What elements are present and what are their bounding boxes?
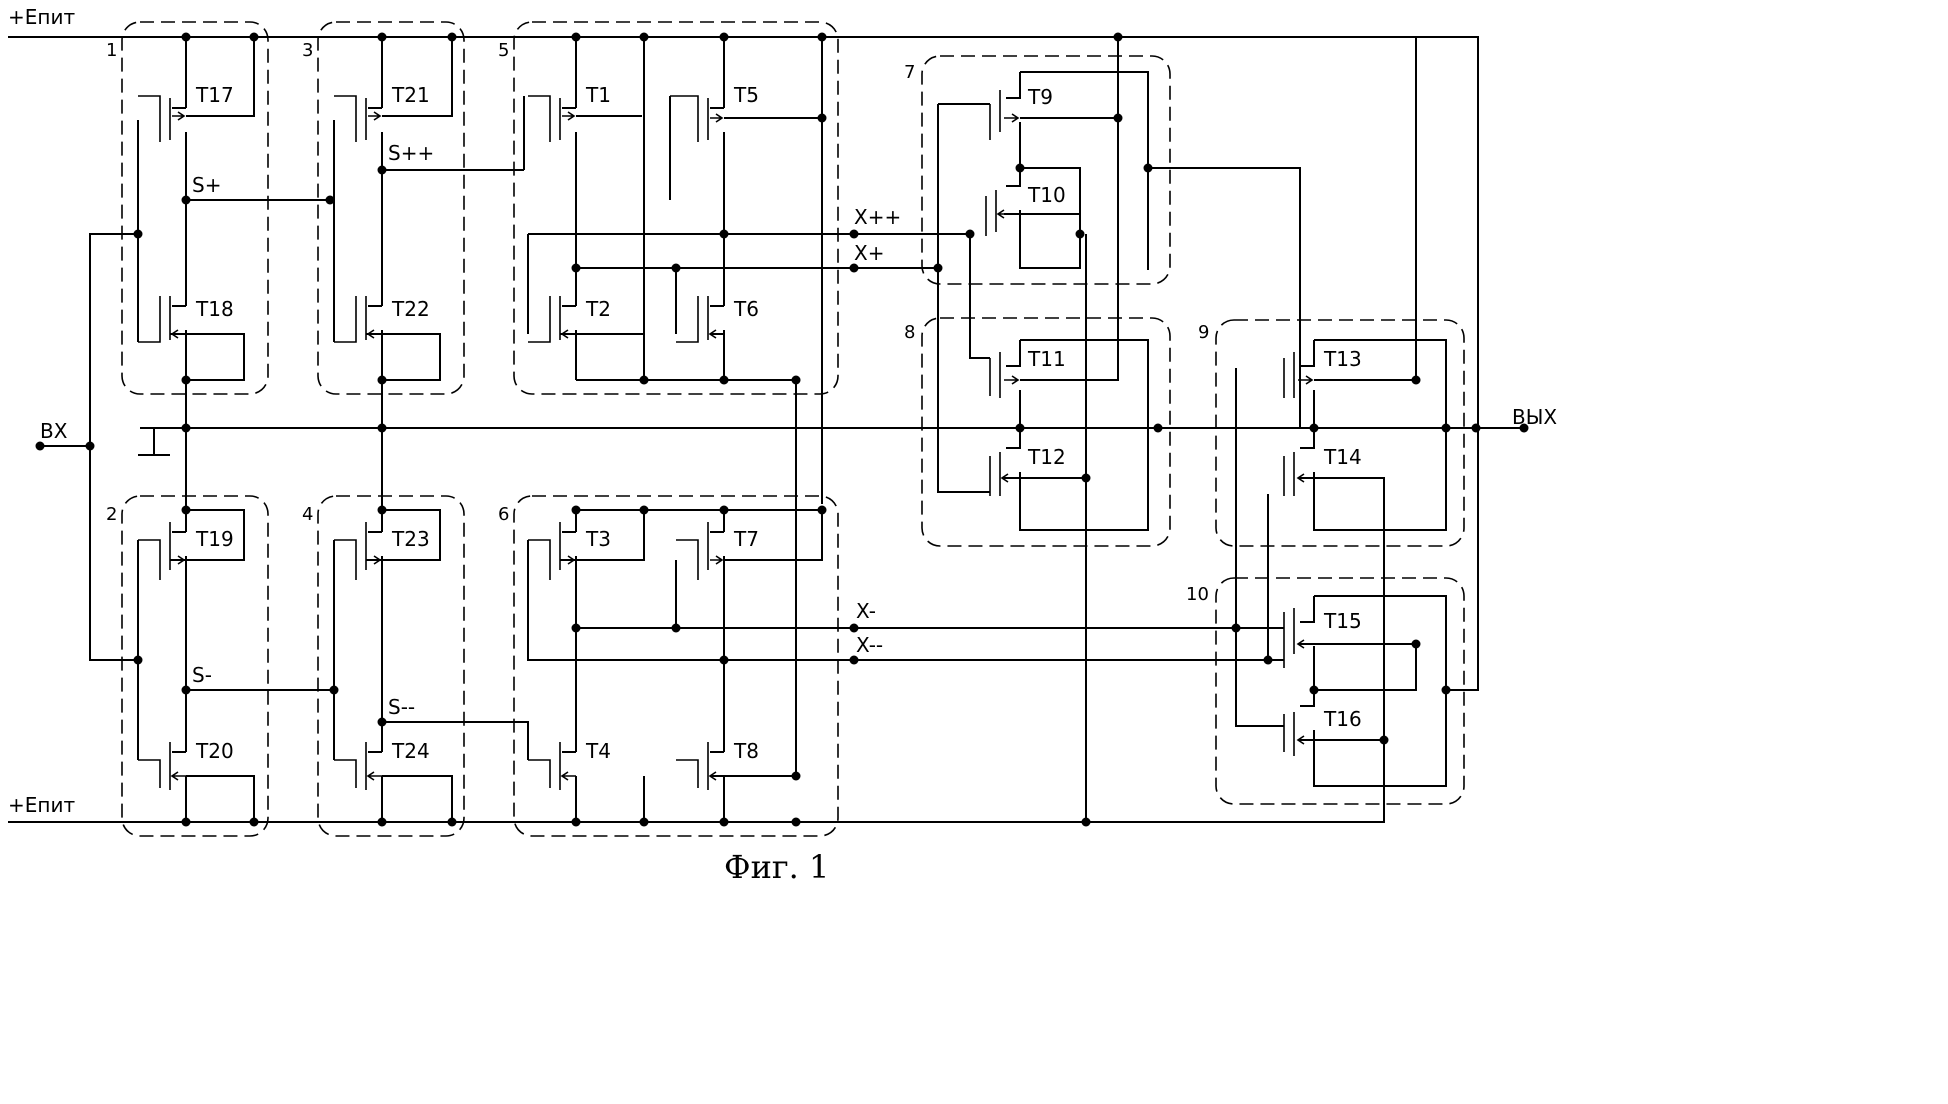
t11-label: T11 (1027, 347, 1066, 371)
supply-top-label: +Епит (8, 5, 75, 29)
block-8-label: 8 (904, 322, 915, 343)
node-x-p: X+ (854, 241, 884, 265)
t24-label: T24 (391, 739, 430, 763)
t10-label: T10 (1027, 183, 1066, 207)
t3-symbol (528, 522, 576, 580)
block-3-label: 3 (302, 40, 313, 61)
t21-label: T21 (391, 83, 430, 107)
t8-symbol (676, 742, 724, 790)
input-label: ВХ (40, 419, 68, 443)
module-8-box (921, 317, 1171, 547)
module-9-box (1215, 319, 1465, 547)
supply-bottom-label: +Епит (8, 793, 75, 817)
schematic: +Епит +Епит ВХ ВЫХ S+ S++ S- S-- X++ X+ … (8, 5, 1557, 886)
circuit-diagram: +Епит +Епит ВХ ВЫХ S+ S++ S- S-- X++ X+ … (8, 5, 1558, 886)
t6-symbol (676, 296, 724, 343)
t2-label: T2 (585, 297, 611, 321)
junction-dots (35, 32, 1529, 827)
t14-symbol (1283, 452, 1312, 496)
t13-symbol (1283, 352, 1314, 398)
t23-symbol (334, 522, 382, 580)
block-1-label: 1 (106, 40, 117, 61)
t20-symbol (138, 742, 186, 790)
module-2-box (121, 495, 269, 837)
block-7-label: 7 (904, 62, 915, 83)
t23-label: T23 (391, 527, 430, 551)
t2-symbol (528, 296, 576, 343)
t15-symbol (1283, 608, 1312, 668)
t20-label: T20 (195, 739, 234, 763)
node-x-m: X- (856, 599, 876, 623)
t7-label: T7 (733, 527, 759, 551)
module-3-box (317, 21, 465, 395)
module-4-box (317, 495, 465, 837)
figure-caption: Фиг. 1 (724, 848, 829, 886)
t16-symbol (1283, 712, 1312, 756)
t3-label: T3 (585, 527, 611, 551)
t13-label: T13 (1323, 347, 1362, 371)
module-1-box (121, 21, 269, 395)
node-x-mm: X-- (856, 633, 883, 657)
t10-symbol (985, 190, 1012, 236)
transistor-symbols (138, 90, 1314, 790)
node-s-plus: S+ (192, 173, 221, 197)
wiring (8, 36, 1524, 823)
module-6-box (513, 495, 839, 837)
output-label: ВЫХ (1512, 405, 1557, 429)
block-6-label: 6 (498, 504, 509, 525)
t9-symbol (989, 90, 1020, 140)
block-4-label: 4 (302, 504, 313, 525)
t21-symbol (334, 95, 382, 142)
node-s-minus: S- (192, 663, 212, 687)
module-5-box (513, 21, 839, 395)
t5-symbol (670, 95, 724, 142)
node-s-pp: S++ (388, 141, 434, 165)
labels: +Епит +Епит ВХ ВЫХ S+ S++ S- S-- X++ X+ … (8, 5, 1557, 886)
t19-label: T19 (195, 527, 234, 551)
t15-label: T15 (1323, 609, 1362, 633)
t7-symbol (676, 522, 724, 580)
t22-symbol (334, 296, 382, 343)
t8-label: T8 (733, 739, 759, 763)
block-2-label: 2 (106, 504, 117, 525)
node-x-pp: X++ (854, 205, 901, 229)
node-s-mm: S-- (388, 695, 415, 719)
t1-symbol (528, 95, 576, 142)
t18-label: T18 (195, 297, 234, 321)
module-7-box (921, 55, 1171, 285)
t9-label: T9 (1027, 85, 1053, 109)
t6-label: T6 (733, 297, 759, 321)
t17-symbol (138, 95, 186, 142)
t1-label: T1 (585, 83, 611, 107)
t18-symbol (138, 296, 186, 343)
module-boxes (121, 21, 1465, 837)
block-10-label: 10 (1186, 584, 1209, 605)
t19-symbol (138, 522, 186, 580)
block-9-label: 9 (1198, 322, 1209, 343)
t4-symbol (528, 742, 576, 790)
t4-label: T4 (585, 739, 611, 763)
t24-symbol (334, 742, 382, 790)
t12-symbol (989, 452, 1016, 496)
block-5-label: 5 (498, 40, 509, 61)
t22-label: T22 (391, 297, 430, 321)
t16-label: T16 (1323, 707, 1362, 731)
t14-label: T14 (1323, 445, 1362, 469)
t5-label: T5 (733, 83, 759, 107)
module-10-box (1215, 577, 1465, 805)
t11-symbol (989, 352, 1020, 398)
t17-label: T17 (195, 83, 234, 107)
t12-label: T12 (1027, 445, 1066, 469)
